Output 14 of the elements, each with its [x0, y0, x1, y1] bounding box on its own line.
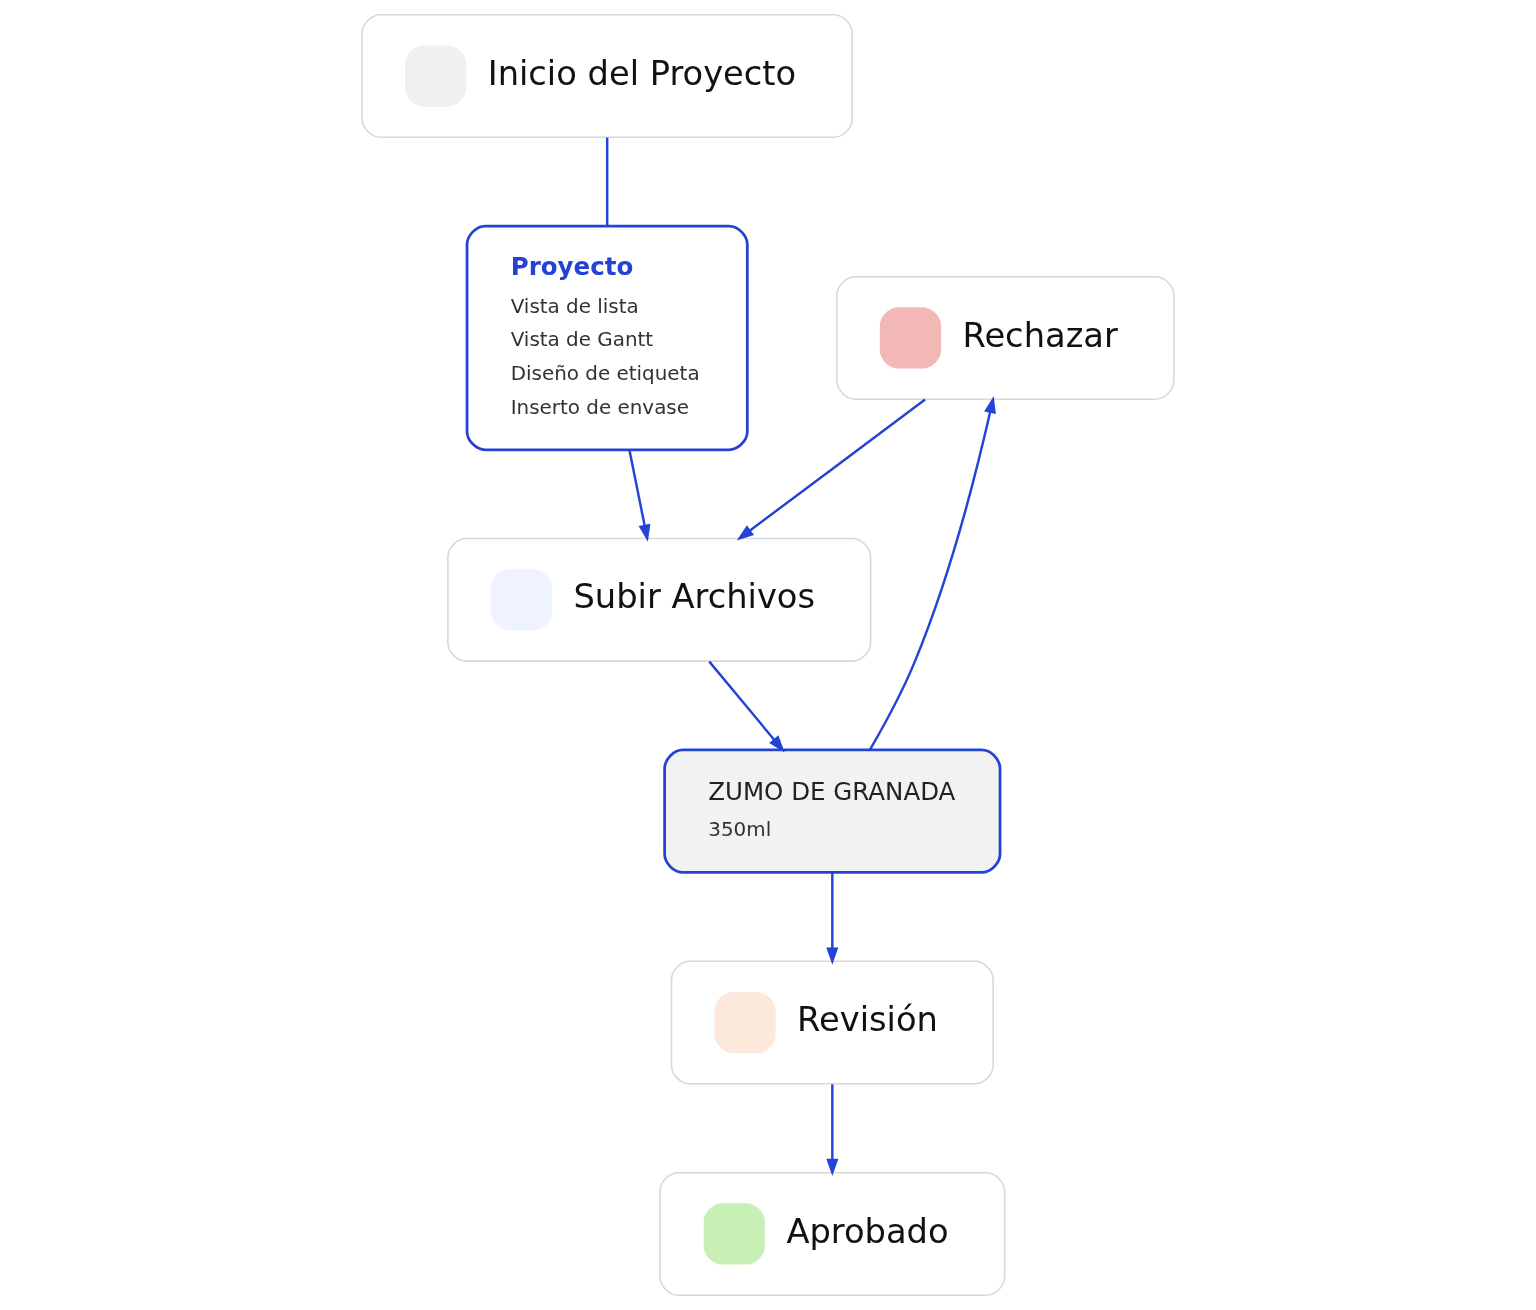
arrow [736, 398, 926, 541]
node-box: Inicio del Proyecto [361, 14, 853, 139]
arrow [826, 1084, 839, 1176]
node-box: Proyecto Vista de lista Vista de Gantt Diseño de etiqueta Inserto de envase [465, 224, 749, 452]
connector [605, 137, 609, 226]
node-box: Rechazar [836, 275, 1175, 400]
arrow [868, 395, 996, 751]
node-box: Revisión [670, 960, 994, 1085]
arrow [628, 449, 651, 542]
arrow [708, 660, 785, 753]
node-box: Aprobado [659, 1171, 1006, 1296]
node-box: ZUMO DE GRANADA 350ml [663, 748, 1002, 874]
arrow [826, 873, 839, 965]
node-box: Subir Archivos [447, 537, 872, 662]
